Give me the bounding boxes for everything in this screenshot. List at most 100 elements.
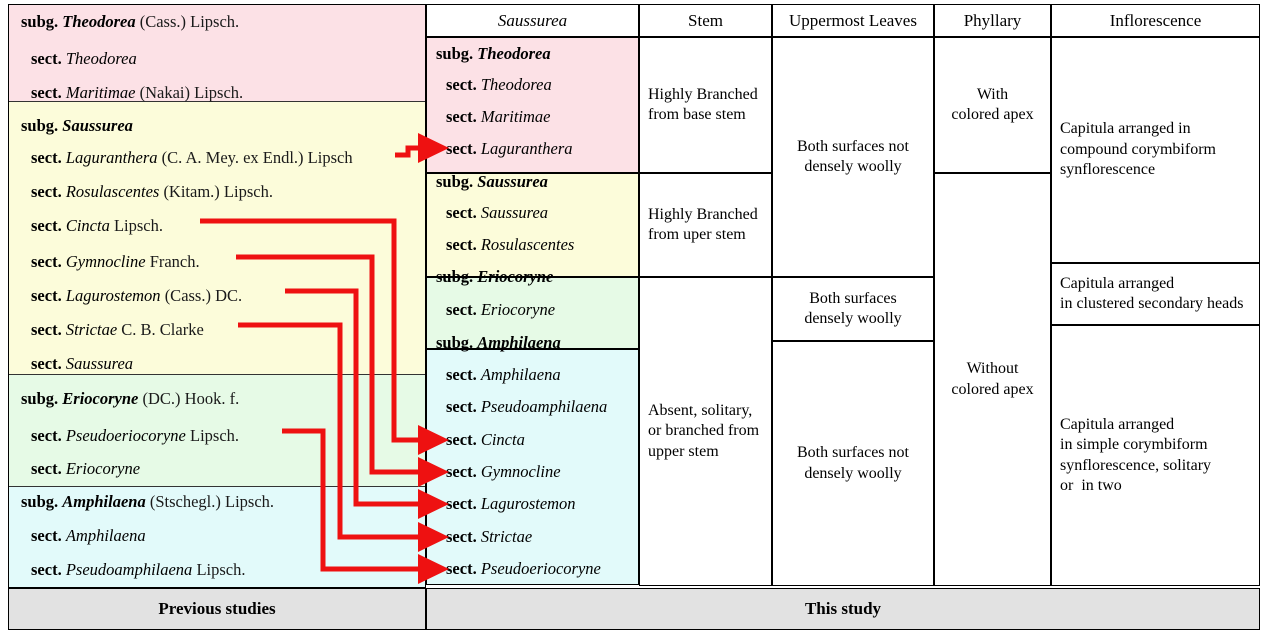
prev-entry-sect-maritimae: sect. Maritimae (Nakai) Lipsch. [9,80,425,106]
study-entry-label: sect. Gymnocline [446,462,561,481]
prev-entry-sect-laguranthera: sect. Laguranthera (C. A. Mey. ex Endl.)… [9,145,425,171]
study-entry-sect-cincta: sect. Cincta [426,427,639,453]
study-entry-label: sect. Strictae [446,527,533,546]
study-group-eriocoryne [426,277,639,349]
study-entry-sect-pseudoeriocoryne: sect. Pseudoeriocoryne [426,556,639,582]
footer-this-study: This study [426,588,1260,630]
prev-entry-label: sect. Gymnocline Franch. [31,252,200,271]
study-entry-label: subg. Saussurea [436,172,548,191]
prev-entry-label: subg. Saussurea [21,116,133,135]
study-entry-sect-theodorea: sect. Theodorea [426,72,639,98]
leaves-header: Uppermost Leaves [772,4,934,37]
prev-entry-sect-pseudoamphilaena: sect. Pseudoamphilaena Lipsch. [9,557,425,583]
study-entry-label: sect. Laguranthera [446,139,573,158]
inflorescence-header: Inflorescence [1051,4,1260,37]
study-entry-label: subg. Eriocoryne [436,267,554,286]
prev-entry-sect-saussurea: sect. Saussurea [9,351,425,377]
prev-entry-subg-theodorea: subg. Theodorea (Cass.) Lipsch. [9,9,425,35]
study-entry-sect-maritimae: sect. Maritimae [426,104,639,130]
phyllary-header-label: Phyllary [963,10,1022,30]
study-entry-sect-rosulascentes: sect. Rosulascentes [426,232,639,258]
prev-entry-sect-strictae: sect. Strictae C. B. Clarke [9,317,425,343]
prev-entry-subg-eriocoryne: subg. Eriocoryne (DC.) Hook. f. [9,386,425,412]
prev-entry-label: sect. Cincta Lipsch. [31,216,163,235]
study-entry-label: sect. Cincta [446,430,525,449]
genus-header-label: Saussurea [497,10,568,30]
footer-previous-studies-label: Previous studies [158,599,276,618]
study-entry-subg-amphilaena: subg. Amphilaena [426,330,639,356]
prev-entry-sect-amphilaena: sect. Amphilaena [9,523,425,549]
study-entry-sect-strictae: sect. Strictae [426,524,639,550]
study-entry-sect-eriocoryne: sect. Eriocoryne [426,297,639,323]
study-entry-sect-saussurea: sect. Saussurea [426,200,639,226]
prev-entry-label: sect. Strictae C. B. Clarke [31,320,204,339]
prev-entry-label: sect. Laguranthera (C. A. Mey. ex Endl.)… [31,148,353,167]
prev-entry-label: sect. Saussurea [31,354,134,373]
prev-entry-label: sect. Pseudoeriocoryne Lipsch. [31,426,240,445]
study-entry-label: sect. Theodorea [446,75,552,94]
footer-previous-studies: Previous studies [8,588,426,630]
study-entry-sect-amphilaena: sect. Amphilaena [426,362,639,388]
prev-entry-label: sect. Rosulascentes (Kitam.) Lipsch. [31,182,273,201]
genus-header: Saussurea [426,4,639,37]
prev-entry-label: sect. Amphilaena [31,526,146,545]
prev-entry-sect-gymnocline: sect. Gymnocline Franch. [9,249,425,275]
footer-this-study-label: This study [804,599,882,618]
study-entry-label: sect. Saussurea [446,203,549,222]
prev-entry-label: subg. Theodorea (Cass.) Lipsch. [21,12,240,31]
study-group-amphilaena [426,349,639,585]
leaves-header-label: Uppermost Leaves [789,10,917,30]
stem-header-label: Stem [688,10,723,30]
study-entry-label: sect. Pseudoamphilaena [446,397,608,416]
study-group-theodorea [426,37,639,173]
prev-entry-label: sect. Maritimae (Nakai) Lipsch. [31,83,244,102]
study-entry-subg-saussurea: subg. Saussurea [426,169,639,195]
study-entry-label: sect. Eriocoryne [446,300,556,319]
prev-entry-label: sect. Eriocoryne [31,459,141,478]
prev-entry-label: subg. Amphilaena (Stschegl.) Lipsch. [21,492,275,511]
prev-entry-sect-pseudoeriocoryne: sect. Pseudoeriocoryne Lipsch. [9,423,425,449]
prev-entry-sect-rosulascentes: sect. Rosulascentes (Kitam.) Lipsch. [9,179,425,205]
study-entry-sect-pseudoamphilaena: sect. Pseudoamphilaena [426,394,639,420]
stem-header: Stem [639,4,772,37]
prev-group-theodorea [9,5,425,102]
study-entry-label: sect. Pseudoeriocoryne [446,559,601,578]
study-entry-label: sect. Rosulascentes [446,235,575,254]
study-entry-label: subg. Theodorea [436,44,551,63]
prev-entry-subg-saussurea: subg. Saussurea [9,113,425,139]
study-entry-subg-eriocoryne: subg. Eriocoryne [426,264,639,290]
prev-entry-label: sect. Pseudoamphilaena Lipsch. [31,560,246,579]
prev-entry-sect-eriocoryne: sect. Eriocoryne [9,456,425,482]
study-entry-label: sect. Maritimae [446,107,551,126]
study-entry-sect-lagurostemon: sect. Lagurostemon [426,491,639,517]
prev-entry-sect-theodorea: sect. Theodorea [9,46,425,72]
prev-entry-sect-cincta: sect. Cincta Lipsch. [9,213,425,239]
study-group-saussurea [426,173,639,277]
prev-entry-subg-amphilaena: subg. Amphilaena (Stschegl.) Lipsch. [9,489,425,515]
study-entry-sect-laguranthera: sect. Laguranthera [426,136,639,162]
phyllary-header: Phyllary [934,4,1051,37]
study-entry-subg-theodorea: subg. Theodorea [426,41,639,67]
prev-entry-label: sect. Lagurostemon (Cass.) DC. [31,286,243,305]
study-entry-label: sect. Amphilaena [446,365,561,384]
